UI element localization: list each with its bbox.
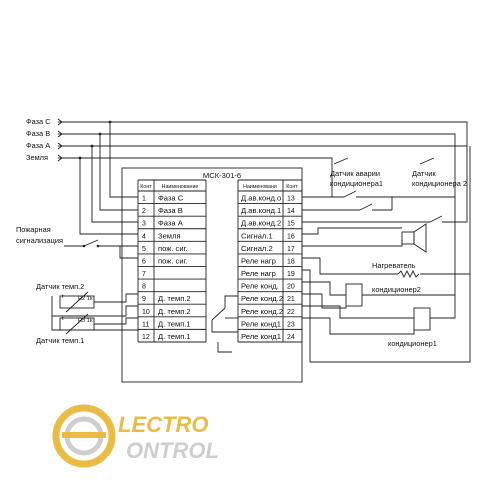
label-temp-sensor-1: Датчик темп.1: [36, 336, 84, 345]
right-terminal-number: 24: [287, 334, 295, 341]
label-conditioner-1: кондиционер1: [388, 339, 437, 348]
fire-alarm-contact: [64, 239, 138, 259]
right-terminal-number: 13: [287, 196, 295, 203]
right-terminal-number: 23: [287, 321, 295, 328]
right-terminal-number: 16: [287, 233, 295, 240]
label-temp-sensor-2: Датчик темп.2: [36, 282, 84, 291]
right-terminal-number: 17: [287, 246, 295, 253]
r2-label: R2 1k: [78, 296, 93, 302]
alarm-sensor-contacts: [302, 157, 468, 223]
right-terminal-name: Д.ав.конд.о: [241, 194, 281, 203]
left-terminal-name: Фаза С: [158, 194, 184, 203]
label-fire-alarm: Пожарная: [16, 225, 51, 234]
internal-relay-contacts: [211, 295, 238, 353]
left-terminal-number: 6: [142, 258, 146, 265]
right-terminal-name: Реле конд.2: [241, 294, 283, 303]
left-terminal-name: Фаза А: [158, 219, 184, 228]
left-header-name: Наименование: [162, 184, 199, 190]
right-terminal-name: Сигнал.1: [241, 231, 273, 240]
left-terminal-name: Д. темп.2: [158, 294, 191, 303]
temp-sensor-1: [52, 313, 138, 335]
label-phase-c: Фаза С: [26, 117, 51, 126]
heater-element: [302, 146, 471, 363]
label-fire-alarm-2: сигнализация: [16, 236, 63, 245]
left-terminal-name: Д. темп.1: [158, 332, 191, 341]
label-alarm-sensor-1: Датчик аварии: [330, 169, 380, 178]
t-mark-1: t: [62, 316, 64, 322]
right-terminal-number: 19: [287, 271, 295, 278]
label-alarm-sensor-2: Датчик: [412, 169, 436, 178]
device-terminal-rows: 1 Фаза С 2 Фаза В 3 Фаза А 4 Земля 5 пож. сиг. 6 по…: [138, 194, 302, 343]
label-heater: Нагреватель: [372, 261, 416, 270]
left-terminal-number: 5: [142, 246, 146, 253]
left-terminal-number: 1: [142, 196, 146, 203]
left-terminal-name: Д. темп.1: [158, 319, 191, 328]
left-terminal-number: 3: [142, 221, 146, 228]
siren-icon: [302, 223, 427, 253]
r3-label: R3 1k: [78, 318, 93, 324]
right-header-num: Конт: [286, 184, 298, 190]
label-phase-b: Фаза В: [26, 129, 50, 138]
label-earth: Земля: [26, 153, 48, 162]
label-alarm-sensor-2b: кондиционера 2: [412, 179, 467, 188]
left-terminal-number: 2: [142, 208, 146, 215]
right-terminal-number: 21: [287, 296, 295, 303]
right-terminal-name: Реле конд.2: [241, 307, 283, 316]
supply-lines: [57, 118, 468, 235]
logo-bottom-text: ONTROL: [126, 438, 219, 463]
left-terminal-number: 12: [142, 334, 150, 341]
right-terminal-number: 22: [287, 309, 295, 316]
right-terminal-name: Сигнал.2: [241, 244, 273, 253]
label-alarm-sensor-1b: кондиционера1: [330, 179, 383, 188]
left-terminal-number: 9: [142, 296, 146, 303]
left-terminal-number: 4: [142, 233, 146, 240]
right-header-name: Наименовани: [243, 184, 277, 190]
left-terminal-name: Фаза В: [158, 206, 183, 215]
logo-top-text: LECTRO: [118, 412, 208, 437]
label-phase-a: Фаза А: [26, 141, 50, 150]
left-terminal-name: пож. сиг.: [158, 244, 188, 253]
left-terminal-number: 11: [142, 321, 149, 328]
left-terminal-name: Д. темп.2: [158, 307, 191, 316]
right-terminal-name: Реле нагр: [241, 269, 276, 278]
left-terminal-name: пож. сиг.: [158, 256, 188, 265]
label-conditioner-2: кондиционер2: [372, 285, 421, 294]
right-terminal-number: 18: [287, 258, 295, 265]
right-terminal-number: 14: [287, 208, 295, 215]
right-terminal-name: Реле конд.: [241, 282, 279, 291]
left-terminal-name: Земля: [158, 231, 181, 240]
device-title: МСК-301-6: [203, 171, 241, 180]
right-terminal-name: Д.ав.конд.2: [241, 219, 281, 228]
left-header-num: Конт: [140, 184, 152, 190]
right-terminal-name: Реле нагр: [241, 256, 276, 265]
right-terminal-name: Реле конд1: [241, 319, 281, 328]
electro-control-logo: LECTRO ONTROL: [52, 404, 219, 468]
right-terminal-number: 15: [287, 221, 295, 228]
right-terminal-name: Д.ав.конд.1: [241, 206, 281, 215]
left-terminal-number: 10: [142, 309, 150, 316]
right-terminal-number: 20: [287, 284, 295, 291]
right-terminal-name: Реле конд1: [241, 332, 281, 341]
conditioner-1-coil: [302, 295, 456, 335]
left-terminal-number: 8: [142, 284, 146, 291]
t-mark-2: t: [62, 294, 64, 300]
left-terminal-number: 7: [142, 271, 146, 278]
